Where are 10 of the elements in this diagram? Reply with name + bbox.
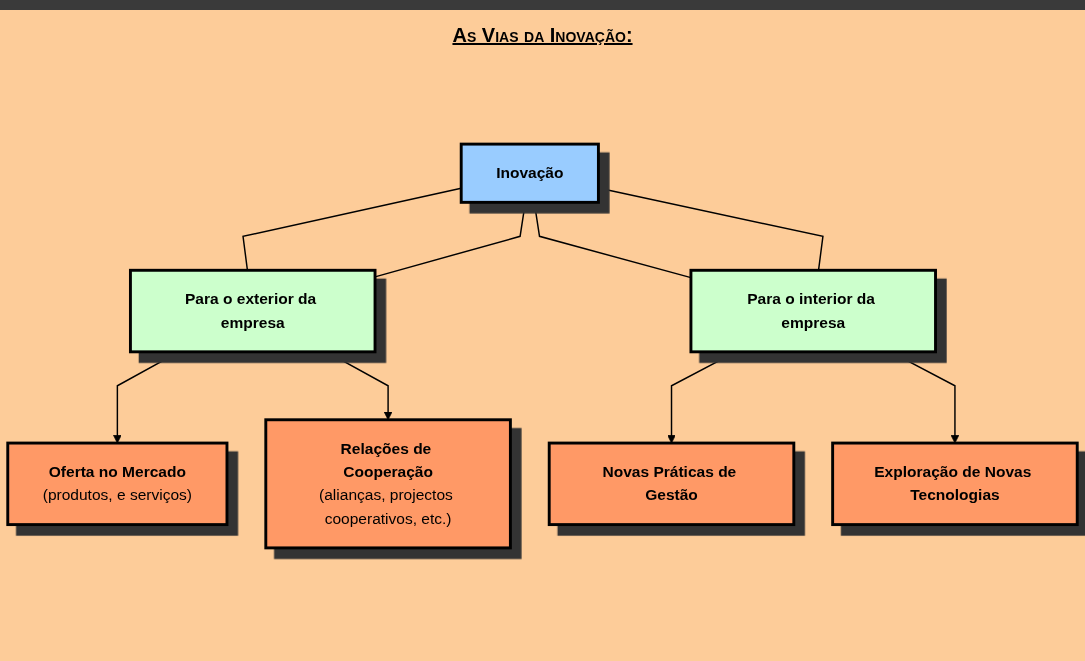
node-box: Exploração de Novas Tecnologias	[831, 441, 1079, 527]
node-box: Oferta no Mercado (produtos, e serviços)	[6, 441, 229, 527]
node-box: Para o exterior da empresa	[128, 268, 377, 354]
arrow	[113, 351, 180, 444]
node-box: Inovação	[459, 142, 600, 204]
arrow	[667, 351, 737, 444]
node-box: Novas Práticas de Gestão	[547, 441, 796, 527]
diagram-title: As Vias da Inovação:	[452, 24, 633, 46]
node-box: Para o interior da empresa	[689, 268, 937, 354]
node-box: Relações de Cooperação (alianças, projectos cooperativos, etc.)	[264, 418, 512, 550]
